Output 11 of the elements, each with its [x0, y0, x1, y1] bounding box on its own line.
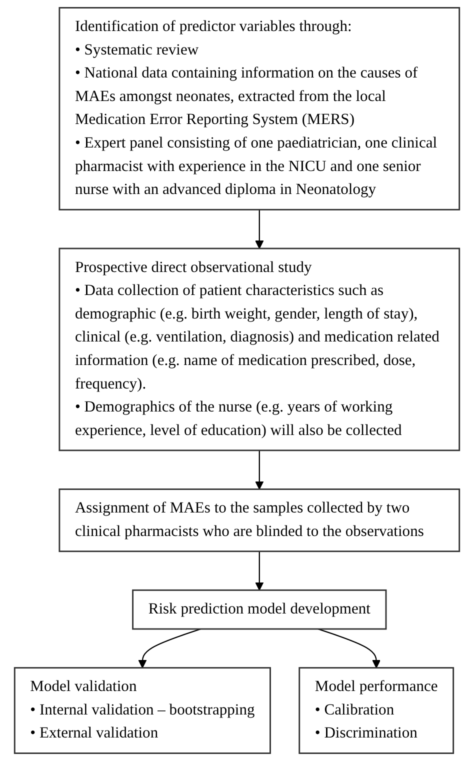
node-box: Model validation • Internal validation – bootstrapping • External validation: [14, 667, 271, 754]
arrow: [255, 551, 264, 591]
arrow: [138, 628, 202, 668]
arrow: [318, 628, 381, 668]
node-box: Prospective direct observational study • Data collection of patient characteristics such as demographic (e.g. birth weight, gender, length of stay), clinical (e.g. ventilation, diagnosis) and medication related information (e.g. name of medication prescribed, dose, frequency). • Demographics of the nurse (e.g. years of working experience, level of education) will also be collected: [58, 248, 460, 452]
node-box: Identification of predictor variables through: • Systematic review • National data containing information on the causes of MAEs amongst neonates, extracted from the local Medication Error Reporting System (MERS) • Expert panel consisting of one paediatrician, one clinical pharmacist with experience in the NICU and one senior nurse with an advanced diploma in Neonatology: [58, 7, 460, 210]
arrow: [255, 450, 264, 490]
node-box: Model performance • Calibration • Discrimination: [298, 667, 454, 754]
arrow: [255, 210, 264, 249]
node-box: Risk prediction model development: [132, 589, 387, 630]
node-box: Assignment of MAEs to the samples collected by two clinical pharmacists who are blinded to the observations: [58, 488, 460, 552]
